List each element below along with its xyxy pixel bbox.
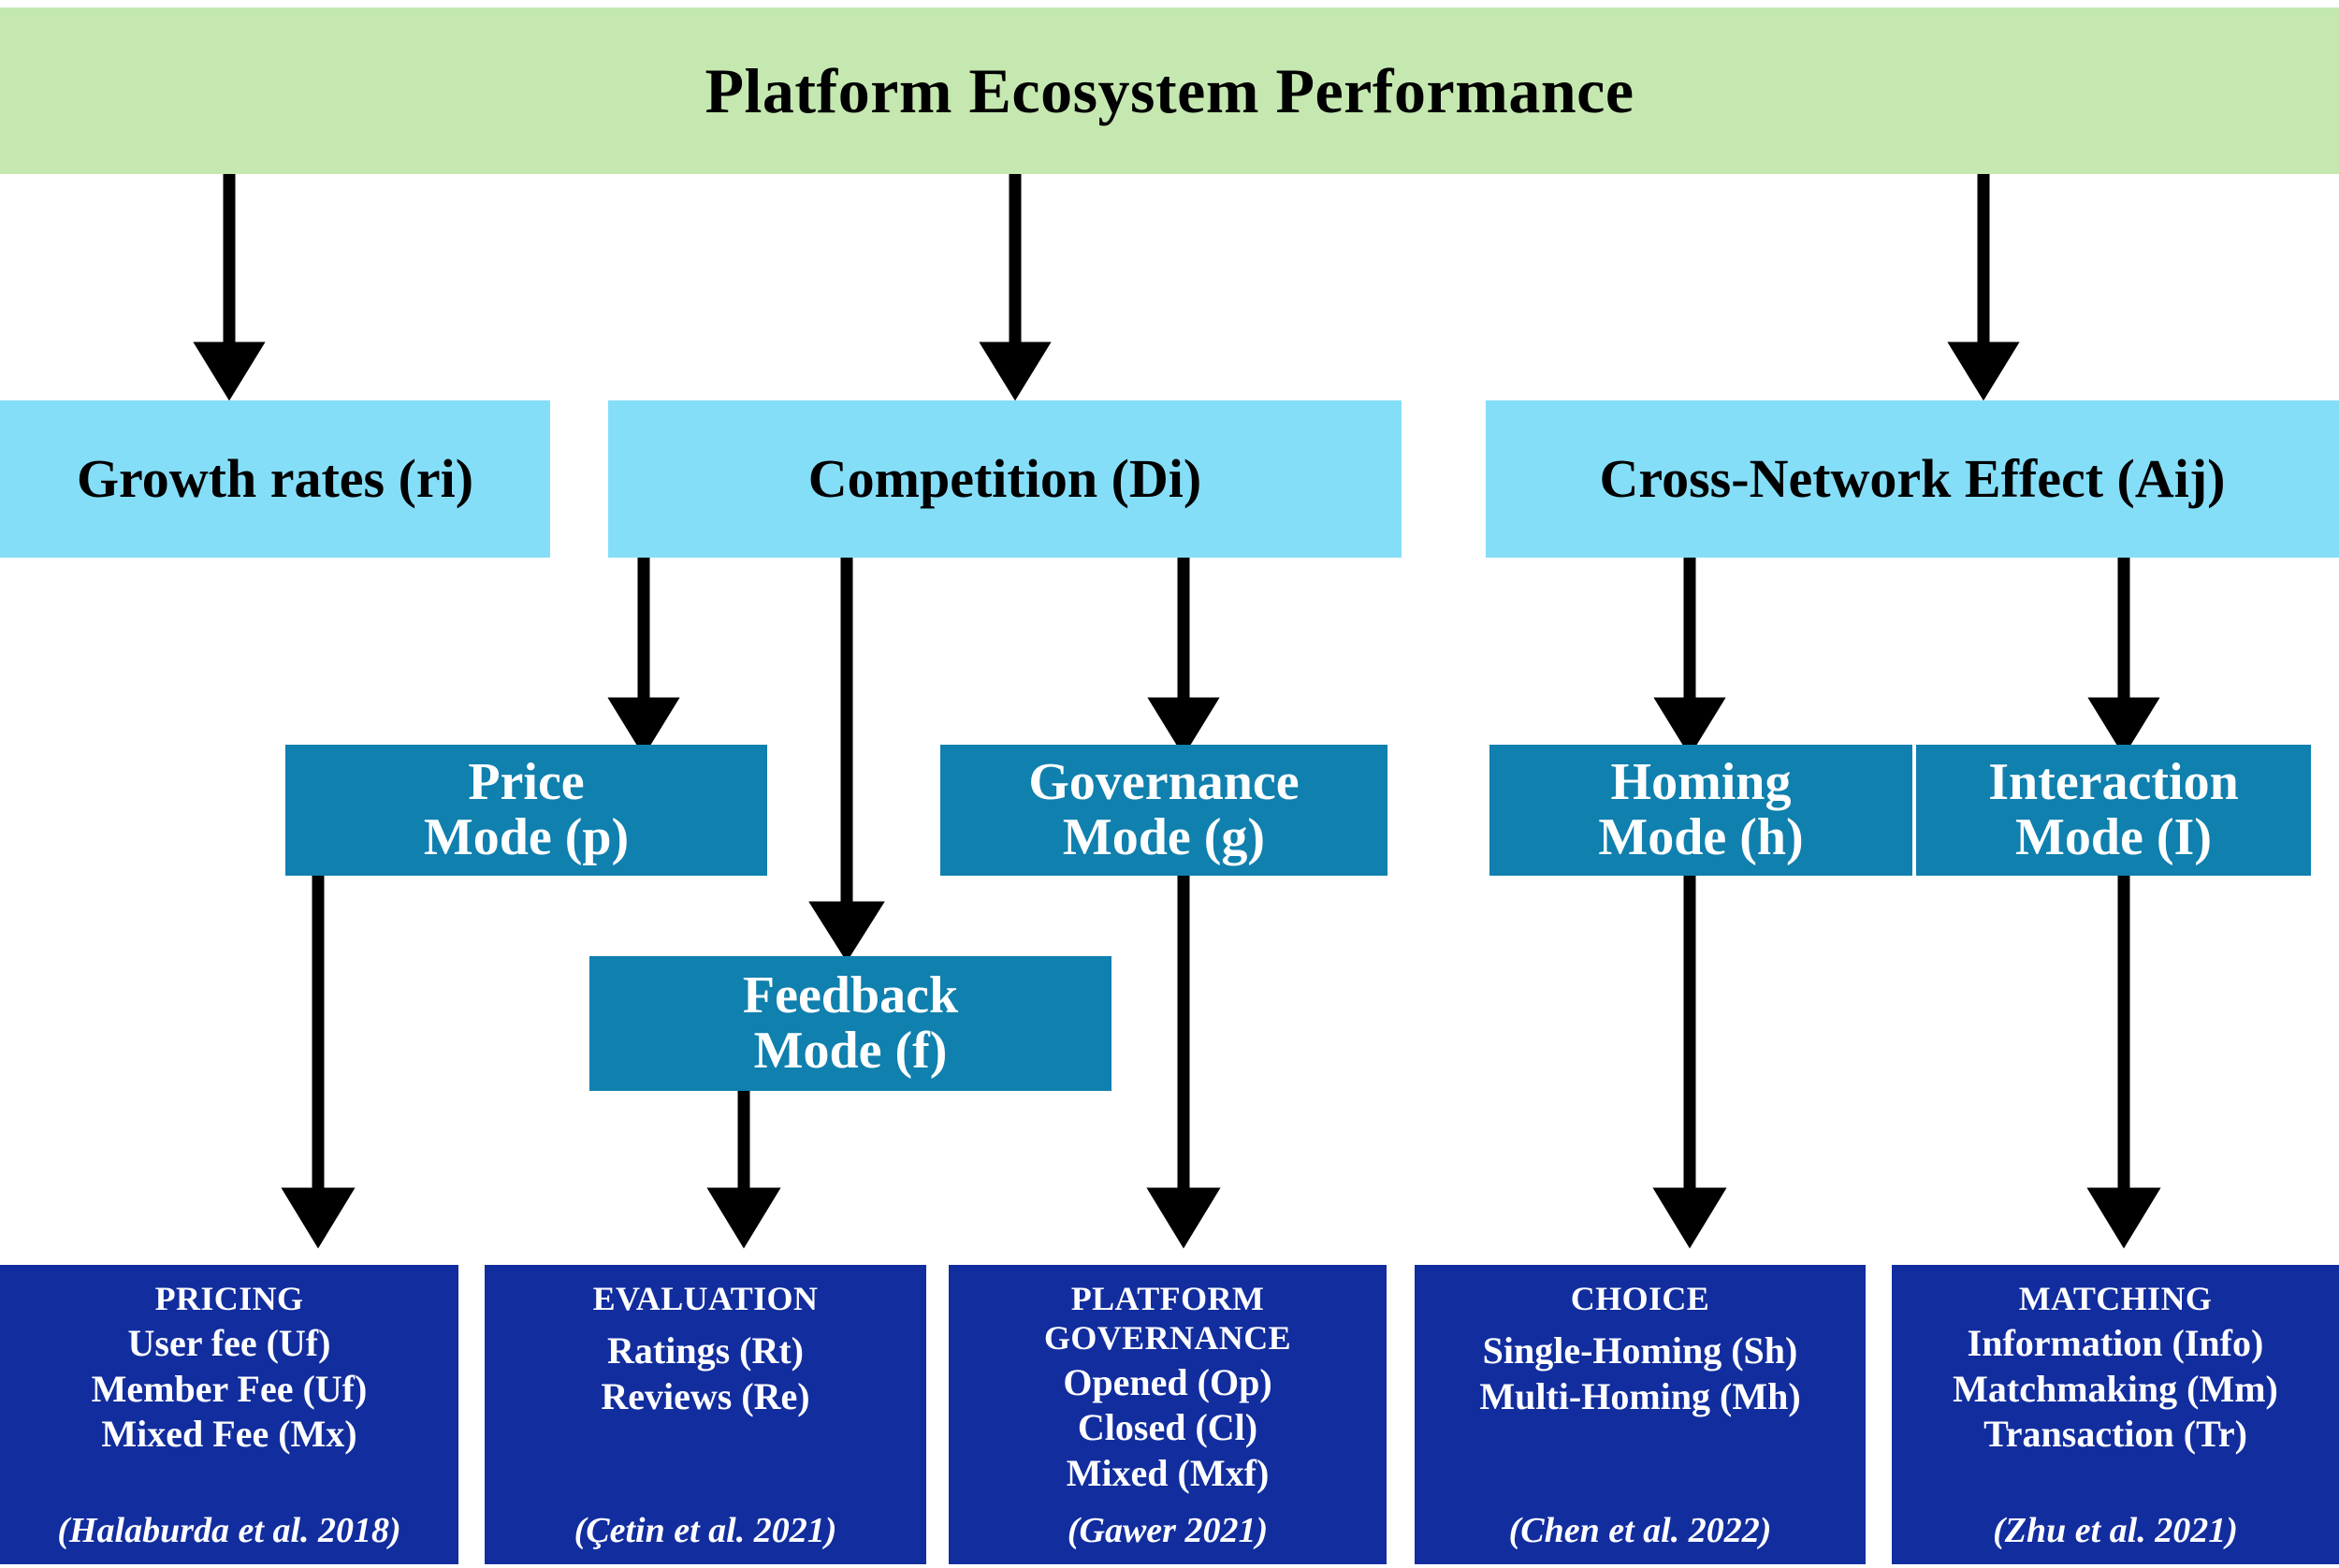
- node-feedback-mode-line2: Mode (f): [753, 1022, 948, 1080]
- node-matching-citation: (Zhu et al. 2021): [1993, 1510, 2238, 1550]
- node-matching: MATCHING Information (Info) Matchmaking …: [1892, 1265, 2339, 1564]
- node-evaluation: EVALUATION Ratings (Rt) Reviews (Re) (Çe…: [485, 1265, 926, 1564]
- list-item: Multi-Homing (Mh): [1479, 1374, 1801, 1417]
- node-interaction-mode-line1: Interaction: [1988, 752, 2239, 811]
- node-homing-mode-line2: Mode (h): [1598, 808, 1804, 866]
- node-competition-label: Competition (Di): [807, 448, 1202, 510]
- connector-feedback-mode-to-evaluation: [0, 1091, 2339, 1269]
- node-governance-mode: Governance Mode (g): [940, 745, 1387, 876]
- arrow-head-competition-to-governance-mode: [1147, 697, 1220, 757]
- list-item: Mixed Fee (Mx): [101, 1413, 357, 1456]
- node-pricing-citation: (Halaburda et al. 2018): [57, 1510, 401, 1550]
- list-item: Single-Homing (Sh): [1482, 1328, 1798, 1372]
- list-item: Ratings (Rt): [607, 1328, 804, 1372]
- connectors-level2-to-level3: [0, 876, 2339, 1269]
- node-pricing-title: PRICING: [154, 1280, 304, 1317]
- connector-competition-to-feedback-mode: [0, 782, 2339, 963]
- node-growth-rates-label: Growth rates (ri): [76, 448, 474, 510]
- node-platform-governance: PLATFORM GOVERNANCE Opened (Op) Closed (…: [949, 1265, 1387, 1564]
- node-cross-network-effect: Cross-Network Effect (Aij): [1486, 400, 2339, 558]
- arrow-head-header-to-growth-rates: [193, 341, 266, 401]
- node-platform-governance-citation: (Gawer 2021): [1067, 1510, 1269, 1550]
- node-evaluation-items: Ratings (Rt) Reviews (Re): [601, 1328, 809, 1420]
- node-homing-mode-line1: Homing: [1610, 752, 1792, 811]
- node-competition: Competition (Di): [608, 400, 1402, 558]
- list-item: User fee (Uf): [127, 1321, 331, 1364]
- arrow-head-cross-network-to-interaction-mode: [2087, 697, 2160, 757]
- list-item: Mixed (Mxf): [1066, 1452, 1270, 1495]
- node-choice-citation: (Chen et al. 2022): [1508, 1510, 1772, 1550]
- header-title: Platform Ecosystem Performance: [705, 54, 1634, 126]
- node-governance-mode-line1: Governance: [1028, 752, 1300, 811]
- arrow-head-feedback-mode-to-evaluation: [706, 1187, 781, 1249]
- arrow-head-header-to-competition: [979, 341, 1052, 401]
- node-price-mode-line1: Price: [468, 752, 585, 811]
- node-feedback-mode-line1: Feedback: [742, 965, 959, 1024]
- arrow-head-header-to-cross-network: [1947, 341, 2020, 401]
- node-choice: CHOICE Single-Homing (Sh) Multi-Homing (…: [1415, 1265, 1866, 1564]
- arrow-head-competition-to-price-mode: [607, 697, 680, 757]
- node-pricing: PRICING User fee (Uf) Member Fee (Uf) Mi…: [0, 1265, 458, 1564]
- node-pricing-items: User fee (Uf) Member Fee (Uf) Mixed Fee …: [92, 1321, 368, 1458]
- node-growth-rates: Growth rates (ri): [0, 400, 550, 558]
- node-feedback-mode: Feedback Mode (f): [589, 956, 1111, 1091]
- node-matching-title: MATCHING: [2018, 1280, 2213, 1317]
- node-interaction-mode: Interaction Mode (I): [1916, 745, 2311, 876]
- arrow-head-cross-network-to-homing-mode: [1653, 697, 1726, 757]
- node-governance-mode-line2: Mode (g): [1062, 808, 1266, 866]
- list-item: Closed (Cl): [1077, 1406, 1258, 1449]
- list-item: Matchmaking (Mm): [1953, 1367, 2278, 1410]
- node-price-mode-line2: Mode (p): [423, 808, 630, 866]
- node-cross-network-effect-label: Cross-Network Effect (Aij): [1599, 448, 2226, 510]
- list-item: Member Fee (Uf): [91, 1367, 368, 1410]
- node-evaluation-title: EVALUATION: [592, 1280, 819, 1317]
- node-matching-items: Information (Info) Matchmaking (Mm) Tran…: [1953, 1321, 2278, 1458]
- node-interaction-mode-line2: Mode (I): [2015, 808, 2212, 866]
- connectors-level1-to-level2: [0, 558, 2339, 782]
- list-item: Transaction (Tr): [1983, 1413, 2247, 1456]
- node-homing-mode: Homing Mode (h): [1489, 745, 1912, 876]
- list-item: Opened (Op): [1063, 1360, 1272, 1403]
- list-item: Information (Info): [1967, 1321, 2264, 1364]
- arrow-head-homing-mode-to-choice: [1652, 1187, 1727, 1249]
- connectors-header-to-level1: [0, 174, 2339, 408]
- node-platform-governance-title: PLATFORM GOVERNANCE: [1043, 1280, 1291, 1357]
- arrow-head-competition-to-feedback-mode: [808, 901, 885, 963]
- list-item: Reviews (Re): [601, 1374, 810, 1417]
- node-choice-title: CHOICE: [1570, 1280, 1710, 1317]
- arrow-head-governance-mode-to-platform-governance: [1146, 1187, 1221, 1249]
- node-platform-ecosystem-performance: Platform Ecosystem Performance: [0, 7, 2339, 174]
- arrow-head-price-mode-to-pricing: [281, 1187, 356, 1249]
- node-evaluation-citation: (Çetin et al. 2021): [574, 1510, 837, 1550]
- node-choice-items: Single-Homing (Sh) Multi-Homing (Mh): [1479, 1328, 1800, 1420]
- node-price-mode: Price Mode (p): [285, 745, 767, 876]
- node-platform-governance-items: Opened (Op) Closed (Cl) Mixed (Mxf): [1063, 1360, 1271, 1497]
- arrow-head-interaction-mode-to-matching: [2086, 1187, 2161, 1249]
